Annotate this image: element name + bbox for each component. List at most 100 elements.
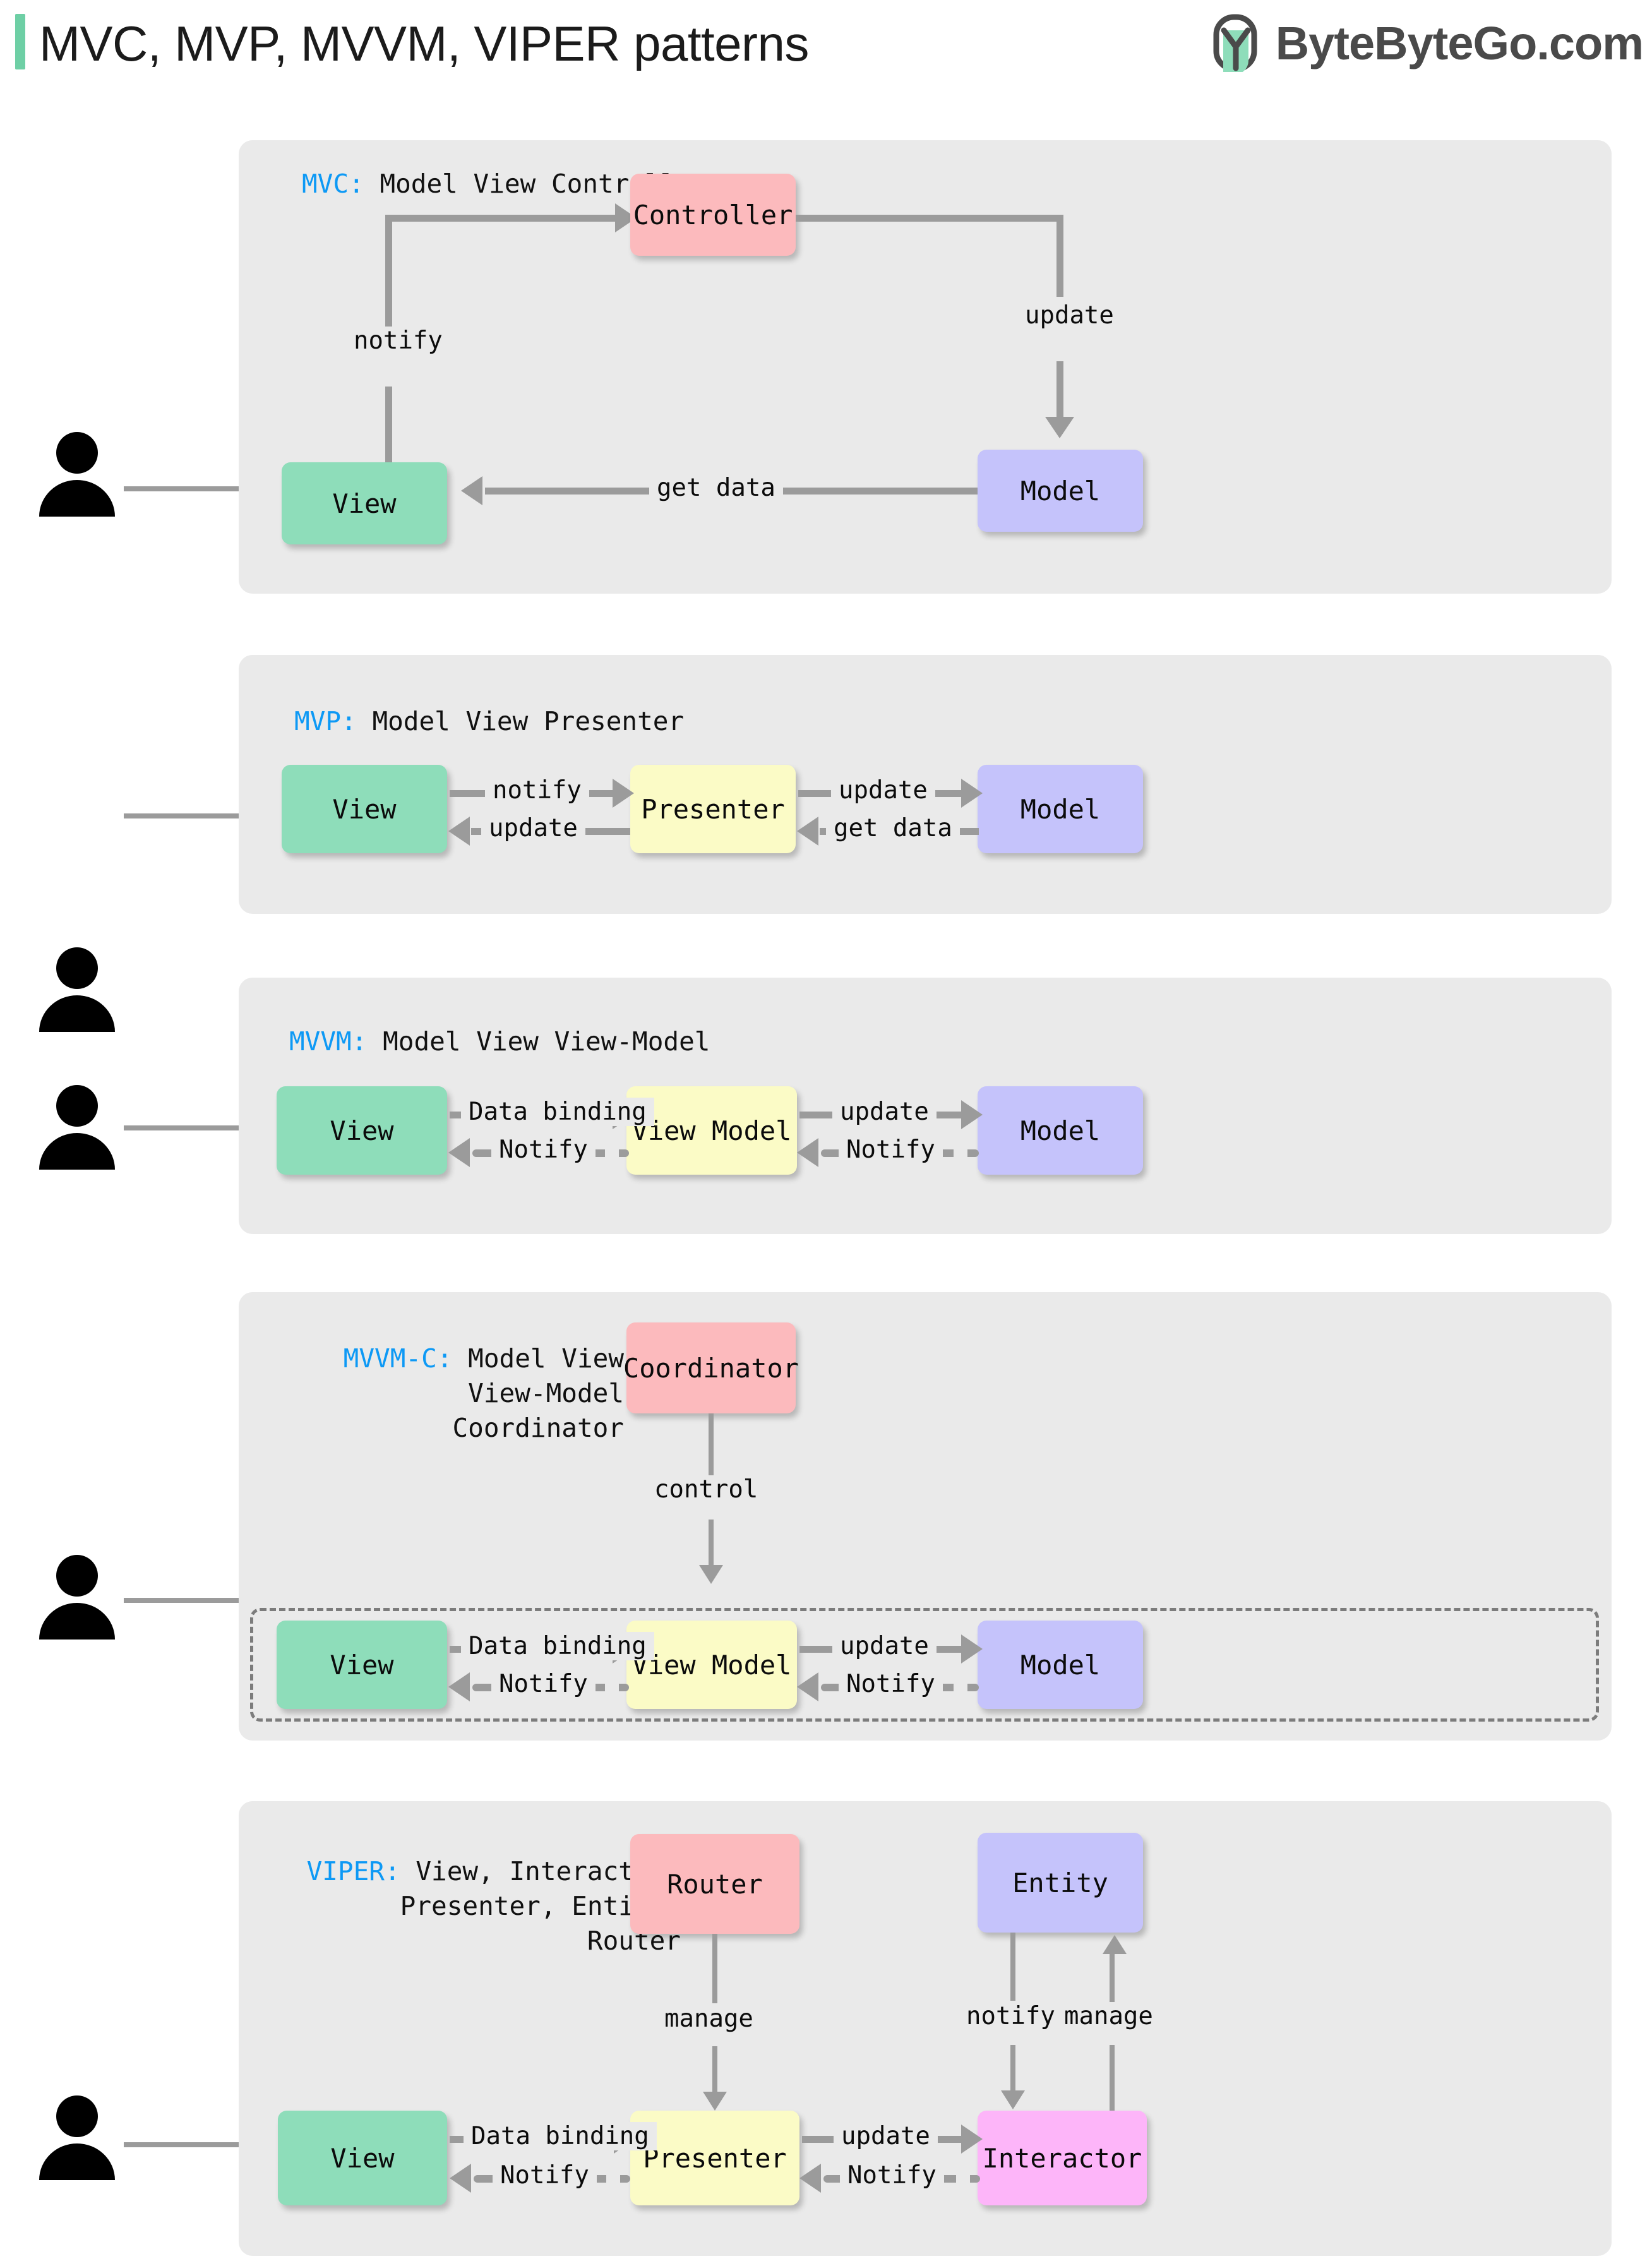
- edge-interactor-stem1: [1110, 1953, 1115, 2002]
- caption-text-mvvmc-2: View-Model: [468, 1378, 624, 1408]
- section-mvp: MVP: Model View Presenter View Presenter…: [239, 655, 1612, 914]
- node-interactor[interactable]: Interactor: [978, 2111, 1147, 2205]
- node-controller[interactable]: Controller: [630, 174, 796, 256]
- mvvm-group-container: [250, 1608, 1599, 1722]
- actor-line-viper: [124, 2142, 282, 2147]
- edge-label-notify-mvp: notify: [485, 776, 589, 805]
- user-body: [39, 1133, 115, 1170]
- user-body: [39, 480, 115, 517]
- node-model-mvp[interactable]: Model: [978, 765, 1143, 853]
- edge-controller-model-stem1: [1056, 215, 1063, 297]
- edge-label-databinding-mvvmc: Data binding: [461, 1632, 654, 1660]
- edge-label-notify-entity: notify: [966, 2002, 1055, 2030]
- edge-label-databinding-mvvm: Data binding: [461, 1098, 654, 1126]
- edge-label-manage-interactor: manage: [1064, 2002, 1153, 2030]
- edge-label-notify-presenter-viper: Notify: [493, 2161, 597, 2190]
- edge-router-stem2: [712, 2046, 717, 2098]
- edge-label-notify-view-mvvmc: Notify: [491, 1670, 596, 1698]
- edge-label-databinding-viper: Data binding: [464, 2122, 657, 2150]
- node-presenter-mvp[interactable]: Presenter: [630, 765, 796, 853]
- node-view-mvvm[interactable]: View: [277, 1086, 447, 1175]
- edge-presenter-view-arrowhead: [448, 817, 470, 846]
- edge-coordinator-stem1: [709, 1413, 714, 1475]
- edge-label-getdata-mvp: get data: [826, 814, 960, 842]
- caption-tag-mvp: MVP:: [294, 706, 357, 736]
- edge-entity-arrowhead: [1001, 2090, 1025, 2109]
- node-viewmodel-mvvm[interactable]: View Model: [626, 1086, 797, 1175]
- edge-model-viewmodel-arrowhead-c: [797, 1672, 818, 1701]
- node-entity[interactable]: Entity: [978, 1833, 1143, 1933]
- node-view-viper[interactable]: View: [278, 2111, 447, 2205]
- edge-presenter-view-arrowhead: [450, 2164, 471, 2193]
- caption-tag-viper: VIPER:: [306, 1856, 400, 1886]
- caption-mvvm: MVVM: Model View View-Model: [289, 1024, 710, 1059]
- edge-label-update-mvvmc: update: [832, 1632, 937, 1660]
- user-body: [39, 1603, 115, 1640]
- user-body: [39, 995, 115, 1032]
- edge-label-update-mvvm: update: [832, 1098, 937, 1126]
- edge-model-presenter-arrowhead: [797, 817, 818, 846]
- edge-label-update-mvc: update: [1017, 301, 1122, 330]
- edge-label-notify-model-mvvm: Notify: [839, 1136, 943, 1164]
- edge-model-view-arrowhead: [461, 476, 482, 505]
- brand: ByteByteGo.com: [1212, 14, 1644, 72]
- edge-label-update2-mvp: update: [481, 814, 585, 842]
- edge-viewmodel-model-arrowhead-c: [961, 1634, 983, 1664]
- section-viper: VIPER: View, Interactor,Presenter, Entit…: [239, 1801, 1612, 2256]
- page-title: MVC, MVP, MVVM, VIPER patterns: [39, 16, 809, 71]
- edge-view-controller-top: [385, 215, 619, 222]
- node-view-mvc[interactable]: View: [282, 462, 447, 544]
- user-icon: [39, 432, 115, 517]
- user-head: [56, 1555, 98, 1597]
- edge-coordinator-stem2: [709, 1520, 714, 1571]
- edge-viewmodel-view-arrowhead: [448, 1138, 470, 1167]
- edge-coordinator-arrowhead: [699, 1565, 723, 1584]
- caption-text-mvvmc-1: Model View: [468, 1343, 624, 1374]
- edge-viewmodel-model-arrowhead: [961, 1100, 983, 1129]
- node-model-mvc[interactable]: Model: [978, 450, 1143, 532]
- user-icon: [39, 947, 115, 1032]
- section-mvc: MVC: Model View Controller notify Contro…: [239, 140, 1612, 594]
- user-icon: [39, 2095, 115, 2180]
- user-head: [56, 432, 98, 474]
- caption-viper: VIPER: View, Interactor,Presenter, Entit…: [245, 1854, 681, 1958]
- user-head: [56, 1085, 98, 1127]
- node-view-mvvmc[interactable]: View: [277, 1621, 447, 1709]
- edge-interactor-stem2: [1110, 2045, 1115, 2111]
- node-view-mvp[interactable]: View: [282, 765, 447, 853]
- edge-controller-model-arrowhead: [1045, 417, 1074, 438]
- node-model-mvvm[interactable]: Model: [978, 1086, 1143, 1175]
- user-icon: [39, 1555, 115, 1640]
- edge-label-notify-interactor-viper: Notify: [840, 2161, 944, 2190]
- node-viewmodel-mvvmc[interactable]: View Model: [626, 1621, 797, 1709]
- edge-view-controller-stem2: [385, 387, 392, 462]
- edge-label-notify-model-mvvmc: Notify: [839, 1670, 943, 1698]
- bytebytego-logo-icon: [1213, 14, 1257, 72]
- edge-label-notify-mvc: notify: [346, 327, 450, 355]
- node-model-mvvmc[interactable]: Model: [978, 1621, 1143, 1709]
- edge-controller-model-stem2: [1056, 361, 1063, 424]
- title-accent-bar: [15, 14, 25, 69]
- user-icon: [39, 1085, 115, 1170]
- node-coordinator[interactable]: Coordinator: [623, 1322, 799, 1413]
- user-body: [39, 2143, 115, 2180]
- edge-label-update-viper: update: [834, 2122, 938, 2150]
- edge-label-getdata-mvc: get data: [649, 474, 783, 502]
- actor-line-mvp: [124, 813, 282, 818]
- edge-router-arrowhead: [703, 2092, 727, 2111]
- user-head: [56, 2095, 98, 2137]
- page-header: MVC, MVP, MVVM, VIPER patterns ByteByteG…: [0, 0, 1652, 95]
- edge-interactor-presenter-arrowhead: [799, 2164, 821, 2193]
- actor-line-mvc: [124, 486, 282, 491]
- caption-tag-mvvmc: MVVM-C:: [343, 1343, 453, 1374]
- edge-presenter-interactor-arrowhead: [961, 2125, 983, 2154]
- node-presenter-viper[interactable]: Presenter: [630, 2111, 799, 2205]
- actor-line-mvvm: [124, 1125, 282, 1130]
- caption-tag-mvc: MVC:: [302, 169, 364, 199]
- edge-label-notify-view-mvvm: Notify: [491, 1136, 596, 1164]
- edge-view-controller-stem: [385, 215, 392, 341]
- node-router[interactable]: Router: [630, 1834, 799, 1934]
- edge-controller-model-top: [796, 215, 1063, 222]
- edge-label-update-mvp: update: [831, 776, 935, 805]
